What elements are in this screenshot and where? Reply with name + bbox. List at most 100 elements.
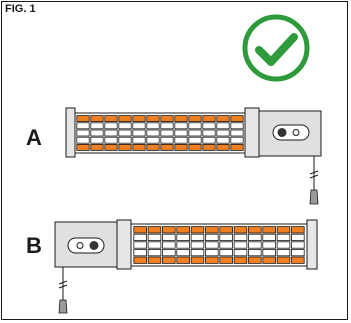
heating-cell-active xyxy=(276,256,291,264)
heating-cell xyxy=(291,241,305,249)
heating-cell-active xyxy=(76,143,90,151)
indicator-icon xyxy=(76,242,84,249)
heating-cell-active xyxy=(219,226,233,234)
indicator-icon xyxy=(292,129,300,136)
figure-frame xyxy=(1,1,348,320)
heating-cell xyxy=(176,233,190,241)
heating-cell-active xyxy=(291,226,305,234)
heating-cell xyxy=(146,136,160,144)
heating-cell xyxy=(132,136,146,144)
heating-cell-active xyxy=(230,115,244,122)
socket-icon xyxy=(89,241,99,250)
option-a-label: A xyxy=(26,125,42,150)
heating-cell xyxy=(104,122,118,130)
heating-cell xyxy=(174,136,188,144)
heating-cell xyxy=(205,233,219,241)
check-circle-icon xyxy=(242,14,310,82)
heating-cell xyxy=(90,129,104,137)
heating-cell xyxy=(176,248,190,257)
heating-cell-active xyxy=(118,115,132,122)
heating-cell xyxy=(262,233,276,241)
heating-cell xyxy=(160,136,174,144)
heating-cell xyxy=(233,248,248,257)
heating-cell xyxy=(190,241,205,249)
heating-element-grid-a xyxy=(76,115,244,151)
heating-cell xyxy=(230,122,244,130)
heating-cell xyxy=(276,233,291,241)
heating-cell-active xyxy=(132,115,146,122)
heating-cell-active xyxy=(146,143,160,151)
heating-cell-active xyxy=(202,143,216,151)
heating-cell xyxy=(162,248,176,257)
heating-cell-active xyxy=(104,143,118,151)
heating-cell xyxy=(230,136,244,144)
heating-cell xyxy=(188,129,202,137)
socket-icon xyxy=(277,128,287,137)
heating-cell xyxy=(248,241,262,249)
heating-cell xyxy=(219,241,233,249)
heating-cell-active xyxy=(147,226,162,234)
heating-cell xyxy=(190,248,205,257)
heating-cell xyxy=(190,233,205,241)
heating-cell-active xyxy=(147,256,162,264)
heating-cell xyxy=(276,248,291,257)
power-cable-a xyxy=(309,156,319,205)
heating-cell-active xyxy=(190,256,205,264)
heating-cell xyxy=(118,122,132,130)
heating-cell-active xyxy=(205,256,219,264)
heating-cell-active xyxy=(276,226,291,234)
heating-cell xyxy=(104,136,118,144)
heating-cell xyxy=(262,241,276,249)
heating-cell-active xyxy=(248,226,262,234)
heating-cell-active xyxy=(174,143,188,151)
heating-cell xyxy=(202,129,216,137)
heating-cell xyxy=(230,129,244,137)
heating-cell xyxy=(162,233,176,241)
heating-cell-active xyxy=(90,115,104,122)
heating-cell-active xyxy=(216,143,230,151)
heating-cell xyxy=(160,129,174,137)
heating-cell xyxy=(291,233,305,241)
heating-cell xyxy=(202,122,216,130)
heating-cell xyxy=(248,248,262,257)
heater-b xyxy=(54,219,318,314)
heating-cell-active xyxy=(230,143,244,151)
heating-cell-active xyxy=(162,256,176,264)
heating-cell-active xyxy=(76,115,90,122)
heating-cell xyxy=(216,129,230,137)
heating-cell xyxy=(174,122,188,130)
heating-cell xyxy=(118,129,132,137)
heating-cell-active xyxy=(219,256,233,264)
heating-cell-active xyxy=(233,256,248,264)
heating-cell xyxy=(219,233,233,241)
heating-cell xyxy=(219,248,233,257)
heating-cell xyxy=(233,233,248,241)
heating-cell-active xyxy=(118,143,132,151)
heating-cell xyxy=(90,136,104,144)
heating-cell-active xyxy=(90,143,104,151)
heating-cell-active xyxy=(262,226,276,234)
heating-cell-active xyxy=(205,226,219,234)
heating-cell-active xyxy=(176,226,190,234)
heating-cell-active xyxy=(188,143,202,151)
heating-cell xyxy=(216,136,230,144)
heating-cell xyxy=(147,248,162,257)
heating-cell xyxy=(276,241,291,249)
heating-cell xyxy=(146,129,160,137)
heating-cell xyxy=(162,241,176,249)
heating-cell xyxy=(132,129,146,137)
heating-cell xyxy=(76,129,90,137)
heating-cell-active xyxy=(146,115,160,122)
heating-cell xyxy=(133,241,147,249)
heating-cell xyxy=(160,122,174,130)
heating-cell xyxy=(174,129,188,137)
heating-element-grid-b xyxy=(133,226,305,264)
option-b-label: B xyxy=(26,233,42,258)
heating-cell xyxy=(76,122,90,130)
heating-cell xyxy=(248,233,262,241)
heating-cell-active xyxy=(176,256,190,264)
heating-cell-active xyxy=(160,143,174,151)
power-cable-b xyxy=(58,267,68,314)
plug-icon xyxy=(309,189,319,205)
heating-cell-active xyxy=(133,256,147,264)
